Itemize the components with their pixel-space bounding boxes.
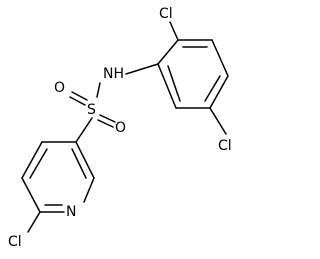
bond xyxy=(97,119,114,128)
bond xyxy=(21,177,41,213)
bond xyxy=(209,75,229,109)
bond xyxy=(209,107,227,135)
bond xyxy=(169,21,179,41)
oxygen-label-lower: O xyxy=(115,120,126,136)
bond xyxy=(157,39,179,65)
bond xyxy=(96,82,101,98)
oxygen-label-left: O xyxy=(54,80,65,96)
bond xyxy=(27,211,41,233)
bond xyxy=(157,63,177,109)
chlorine-label-right: Cl xyxy=(218,138,232,154)
bond xyxy=(211,39,229,77)
dichlorophenyl-ring xyxy=(157,39,229,109)
amine-label: NH xyxy=(103,66,124,82)
bond xyxy=(75,141,95,179)
bond xyxy=(21,141,43,179)
bond xyxy=(125,63,159,75)
bond xyxy=(69,96,86,106)
structure-diagram: Cl Cl NH S O O N Cl xyxy=(8,6,232,250)
bond xyxy=(71,148,87,179)
nitrogen-label-ring: N xyxy=(66,204,76,220)
bond xyxy=(83,177,95,203)
bond xyxy=(71,91,88,101)
bond xyxy=(99,114,116,123)
bond xyxy=(75,117,93,143)
chloropyridine-ring xyxy=(21,141,95,213)
chlorine-label-top: Cl xyxy=(159,6,173,22)
bond xyxy=(29,148,48,179)
bond xyxy=(204,75,221,102)
chlorine-label-bottom: Cl xyxy=(8,234,22,250)
bond xyxy=(167,65,181,102)
sulfur-label: S xyxy=(87,102,96,118)
